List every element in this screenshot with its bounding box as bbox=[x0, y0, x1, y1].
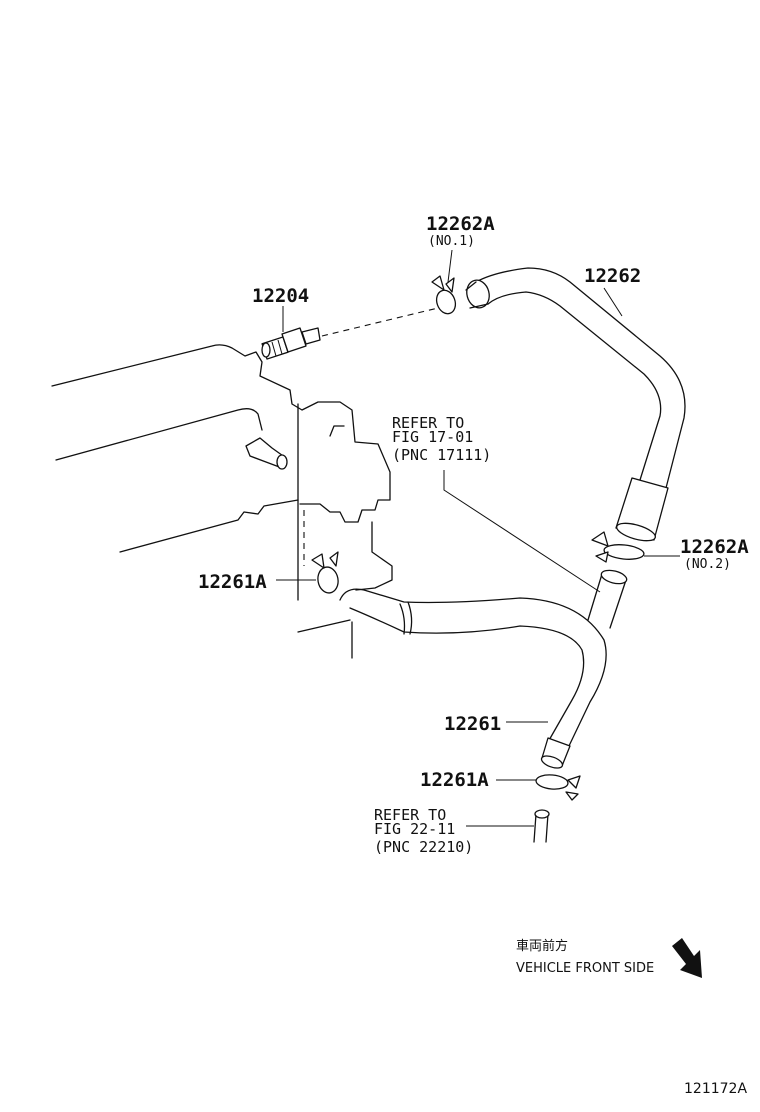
leader-12262 bbox=[603, 287, 623, 317]
ref1-line2: FIG 17-01 bbox=[392, 428, 473, 446]
figure-id: 121172A bbox=[684, 1081, 747, 1097]
label-12261: 12261 bbox=[444, 713, 501, 735]
hose-12262 bbox=[465, 267, 686, 542]
label-12262A-no1: 12262A bbox=[426, 213, 495, 235]
clamp-12261A-lower bbox=[535, 774, 581, 801]
ref1-line3: (PNC 17111) bbox=[392, 446, 491, 464]
label-12261A-lower: 12261A bbox=[420, 769, 489, 791]
ref2-line1: REFER TO bbox=[374, 806, 446, 824]
label-12262A-no1-note: (NO.1) bbox=[428, 234, 475, 249]
clamp-12262A-no1 bbox=[431, 275, 457, 315]
hose-12261 bbox=[339, 588, 607, 769]
label-12262A-no2: 12262A bbox=[680, 536, 749, 558]
pcv-valve-12204 bbox=[261, 327, 321, 360]
clamp-12261A-upper bbox=[311, 551, 339, 594]
alignment-line-upper bbox=[321, 307, 439, 337]
leader-ref1 bbox=[443, 470, 601, 593]
label-12262: 12262 bbox=[584, 265, 641, 287]
clamp-12262A-no2 bbox=[591, 531, 645, 563]
ref1-line1: REFER TO bbox=[392, 414, 464, 432]
ref2-line3: (PNC 22210) bbox=[374, 838, 473, 856]
direction-en: VEHICLE FRONT SIDE bbox=[516, 961, 654, 976]
engine-outline bbox=[51, 344, 393, 659]
label-12204: 12204 bbox=[252, 285, 309, 307]
label-12262A-no2-note: (NO.2) bbox=[684, 557, 731, 572]
leader-12262A-no1 bbox=[447, 249, 453, 283]
ref2-line2: FIG 22-11 bbox=[374, 820, 455, 838]
pipe-stub-lower bbox=[533, 809, 550, 843]
pipe-stub-upper bbox=[587, 569, 628, 629]
label-12261A-upper: 12261A bbox=[198, 571, 267, 593]
arrow-down-right-icon bbox=[672, 938, 702, 978]
direction-jp: 車両前方 bbox=[516, 938, 568, 954]
